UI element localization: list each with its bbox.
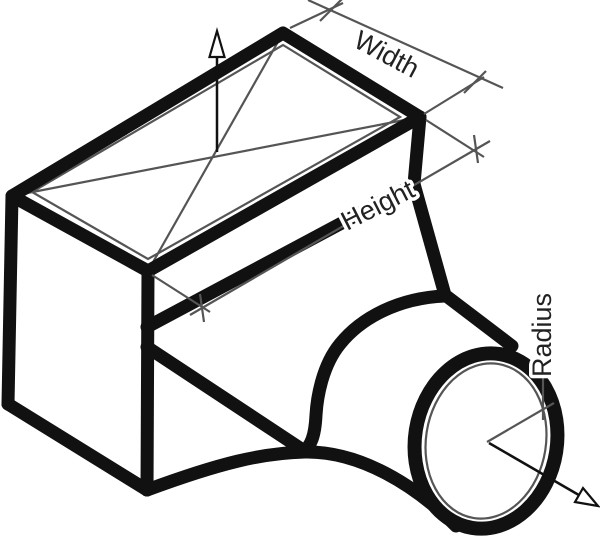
flow-arrowhead-icon bbox=[573, 486, 600, 508]
height-tick-lower bbox=[198, 293, 206, 323]
top-face-inner-wall-line bbox=[29, 43, 403, 261]
radius-dimension bbox=[486, 374, 555, 443]
height-dimension bbox=[151, 119, 491, 323]
width-tick-right bbox=[463, 70, 487, 94]
up-arrowhead-icon bbox=[208, 27, 226, 59]
flow-axis-arrow bbox=[488, 441, 600, 508]
transition-lower-edge bbox=[140, 340, 313, 459]
radius-measure-line bbox=[486, 402, 555, 443]
box-front-vertical-edge bbox=[140, 264, 155, 497]
box-bottom-front-edge bbox=[1, 397, 154, 497]
top-face-diagonal-2 bbox=[147, 32, 284, 272]
cylinder-front-rim bbox=[407, 346, 565, 536]
cylinder-back-rim-arc bbox=[296, 289, 452, 459]
construction-lines bbox=[11, 32, 421, 272]
box-height-edge bbox=[140, 178, 420, 334]
width-dimension bbox=[289, 0, 504, 115]
width-tick-left bbox=[319, 0, 343, 22]
height-dimension-line bbox=[189, 140, 491, 316]
box-left-vertical-edge bbox=[1, 189, 19, 411]
height-label: Height bbox=[336, 174, 420, 236]
transition-bottom-curve bbox=[140, 445, 463, 533]
duct-body bbox=[1, 26, 565, 536]
cylinder-inner-wall-ellipse bbox=[424, 362, 548, 520]
flow-axis-shaft bbox=[488, 441, 585, 500]
box-right-vertical-edge bbox=[407, 110, 427, 191]
width-dimension-line bbox=[307, 0, 504, 90]
height-extension-line-lower bbox=[151, 274, 211, 313]
top-face-diagonal-1 bbox=[11, 115, 421, 198]
radius-label: Radius bbox=[527, 293, 557, 377]
vertical-axis-arrow bbox=[208, 27, 226, 152]
transition-right-edge bbox=[407, 177, 519, 353]
height-tick-upper bbox=[472, 134, 480, 164]
